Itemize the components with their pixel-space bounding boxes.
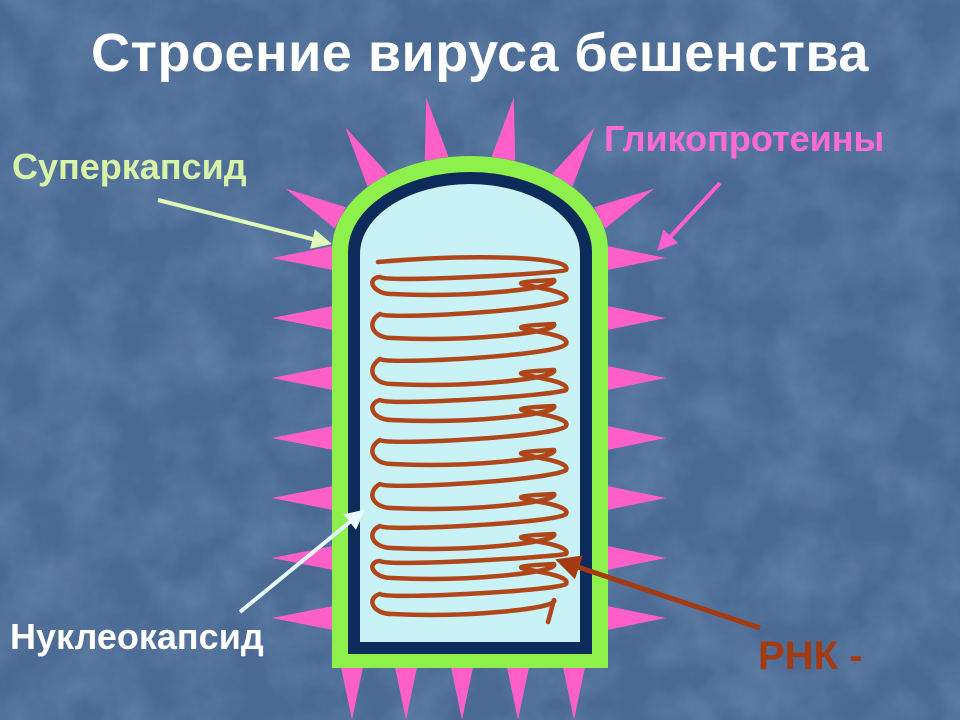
glycoproteins-label: Гликопротеины <box>604 118 885 159</box>
glycoprotein-spike-top-0 <box>285 188 346 229</box>
glycoprotein-spike-right-1 <box>607 306 666 330</box>
glycoprotein-spike-bottom-3 <box>507 667 529 720</box>
slide-title: Строение вируса бешенства <box>91 23 869 83</box>
glycoprotein-spike-right-6 <box>607 606 666 630</box>
supercapsid-label: Суперкапсид <box>12 146 247 187</box>
glycoprotein-spike-left-2 <box>272 366 333 390</box>
glycoprotein-spike-right-4 <box>607 486 666 510</box>
glycoprotein-spike-top-5 <box>594 188 655 229</box>
glycoprotein-spike-left-6 <box>272 606 333 630</box>
glycoprotein-spike-right-5 <box>607 546 666 570</box>
nucleocapsid-arrow <box>238 509 366 614</box>
glycoprotein-spike-left-1 <box>272 306 333 330</box>
glycoprotein-spike-top-3 <box>491 97 516 161</box>
glycoprotein-spike-left-4 <box>272 486 333 510</box>
glycoprotein-spikes <box>272 97 666 720</box>
supercapsid-arrow <box>157 198 332 249</box>
glycoprotein-spike-right-2 <box>607 366 666 390</box>
glycoprotein-spike-right-0 <box>607 246 666 270</box>
glycoprotein-spike-right-3 <box>607 426 666 450</box>
glycoprotein-spike-bottom-2 <box>451 667 473 720</box>
rna-coil <box>370 255 569 625</box>
glycoprotein-spike-bottom-1 <box>395 667 417 720</box>
glycoprotein-spike-top-1 <box>345 127 388 187</box>
nucleocapsid-label: Нуклеокапсид <box>10 616 264 657</box>
glycoprotein-spike-bottom-4 <box>563 667 585 720</box>
glycoprotein-spike-left-5 <box>272 546 333 570</box>
glycoprotein-spike-top-4 <box>552 127 595 187</box>
rna-arrow <box>555 555 761 631</box>
rna-label: РНК - <box>758 634 863 678</box>
glycoprotein-spike-left-3 <box>272 426 333 450</box>
glycoprotein-spike-top-2 <box>424 97 449 161</box>
glycoproteins-arrow <box>657 181 722 251</box>
glycoprotein-spike-bottom-0 <box>341 667 363 720</box>
glycoprotein-spike-left-0 <box>272 246 333 270</box>
